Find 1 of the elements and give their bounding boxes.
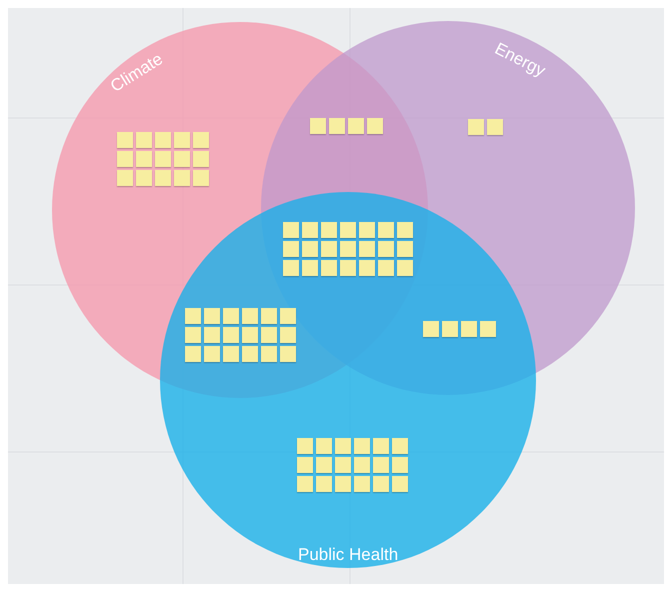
circle-label: Public Health — [298, 545, 398, 565]
